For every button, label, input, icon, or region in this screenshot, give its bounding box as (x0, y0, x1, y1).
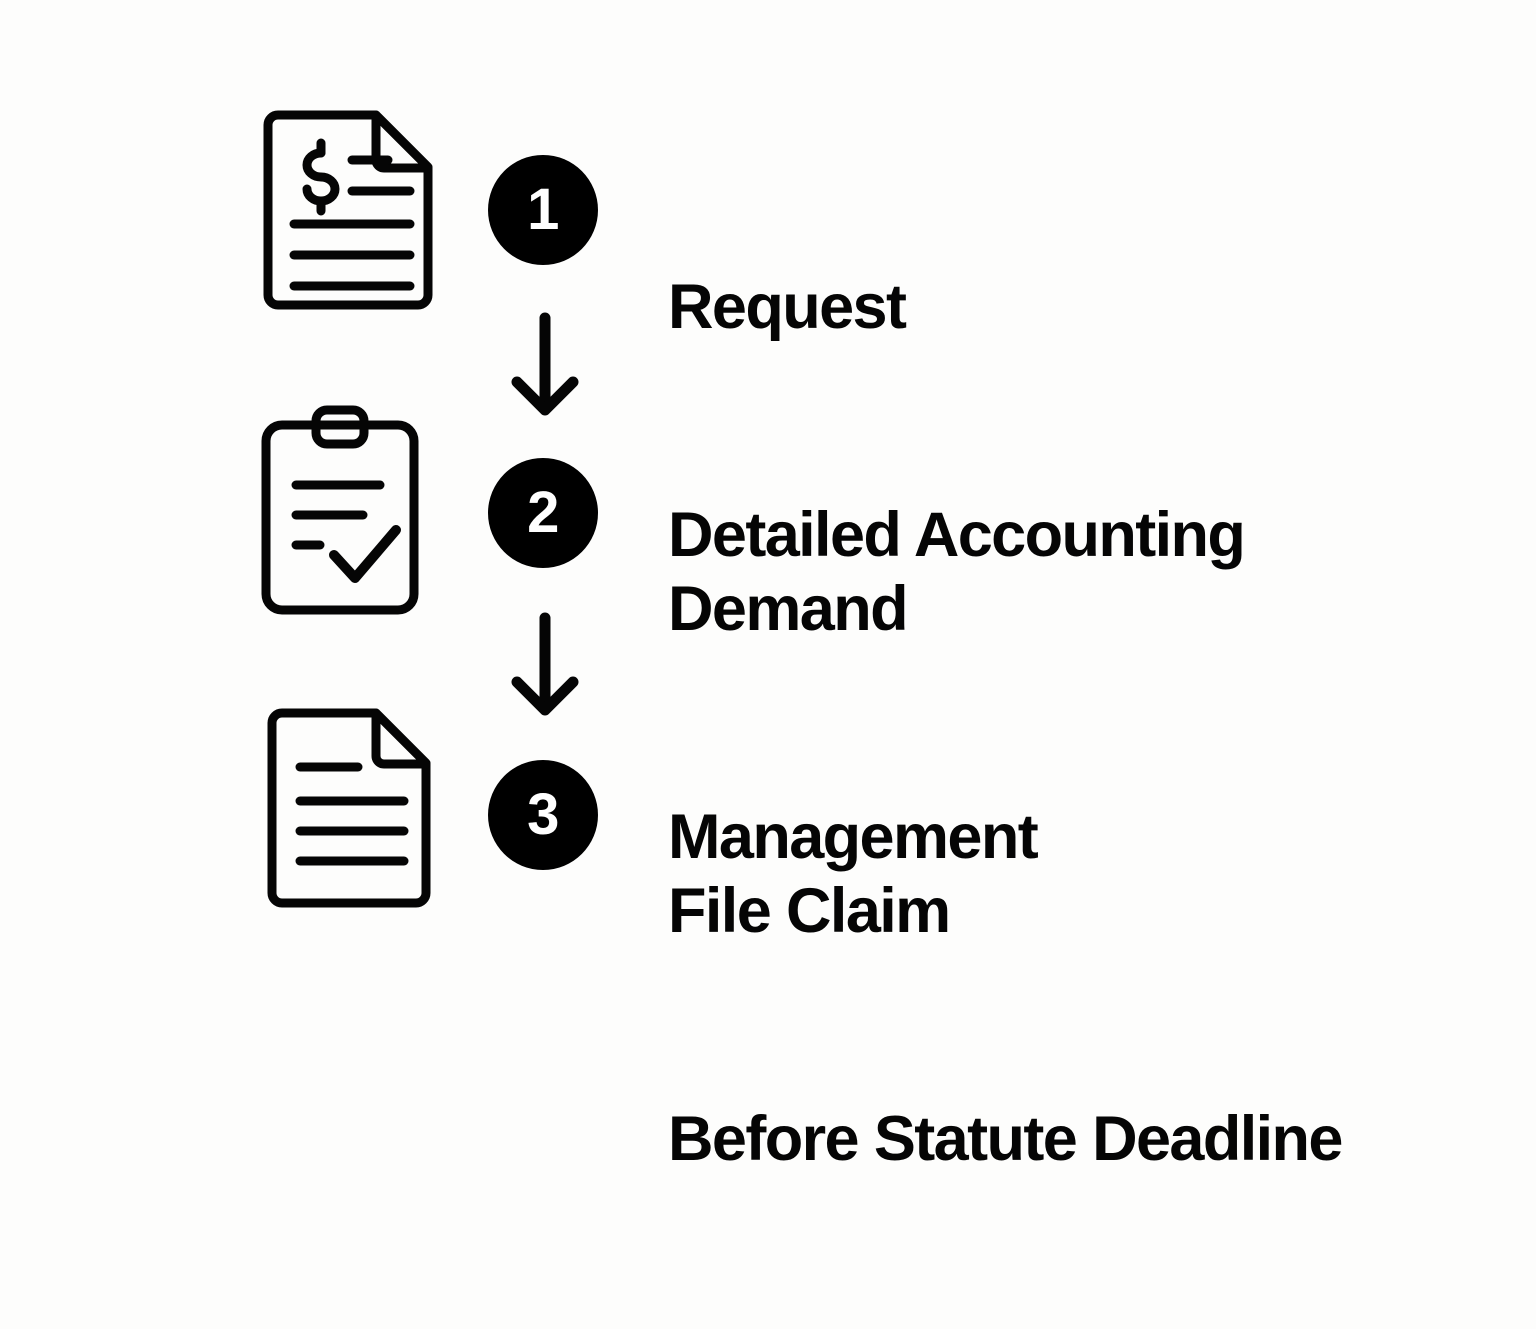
step-label-1: Request Detailed Accounting (668, 117, 1488, 725)
diagram-canvas: 1 Request Detailed Accounting (0, 105, 1536, 1174)
step-badge-1: 1 (488, 155, 598, 265)
step-row-3: 3 File Claim Before Statute Deadline (0, 705, 1536, 1174)
step-label-line-1: Request (668, 272, 907, 342)
step-row-1: 1 Request Detailed Accounting (0, 105, 1536, 570)
step-label-line-2: Detailed Accounting (668, 500, 1246, 570)
step-badge-3: 3 (488, 760, 598, 870)
arrow-down-2 (505, 612, 585, 722)
step-row-2: 2 Demand Management (0, 405, 1536, 872)
step-label-2: Demand Management (668, 419, 1488, 1027)
invoice-document-icon (258, 105, 438, 315)
arrow-down-1 (505, 312, 585, 422)
step-label-line-2: Before Statute Deadline (668, 1104, 1343, 1174)
clipboard-checklist-icon (258, 405, 438, 615)
document-lines-icon (258, 705, 438, 915)
step-badge-number: 2 (527, 480, 559, 545)
step-label-line-2: Management (668, 802, 1039, 872)
step-badge-number: 1 (527, 177, 559, 242)
step-label-line-1: Demand (668, 574, 909, 644)
step-badge-number: 3 (527, 782, 559, 847)
step-badge-2: 2 (488, 458, 598, 568)
step-label-3: File Claim Before Statute Deadline (668, 721, 1488, 1329)
step-label-line-1: File Claim (668, 876, 951, 946)
